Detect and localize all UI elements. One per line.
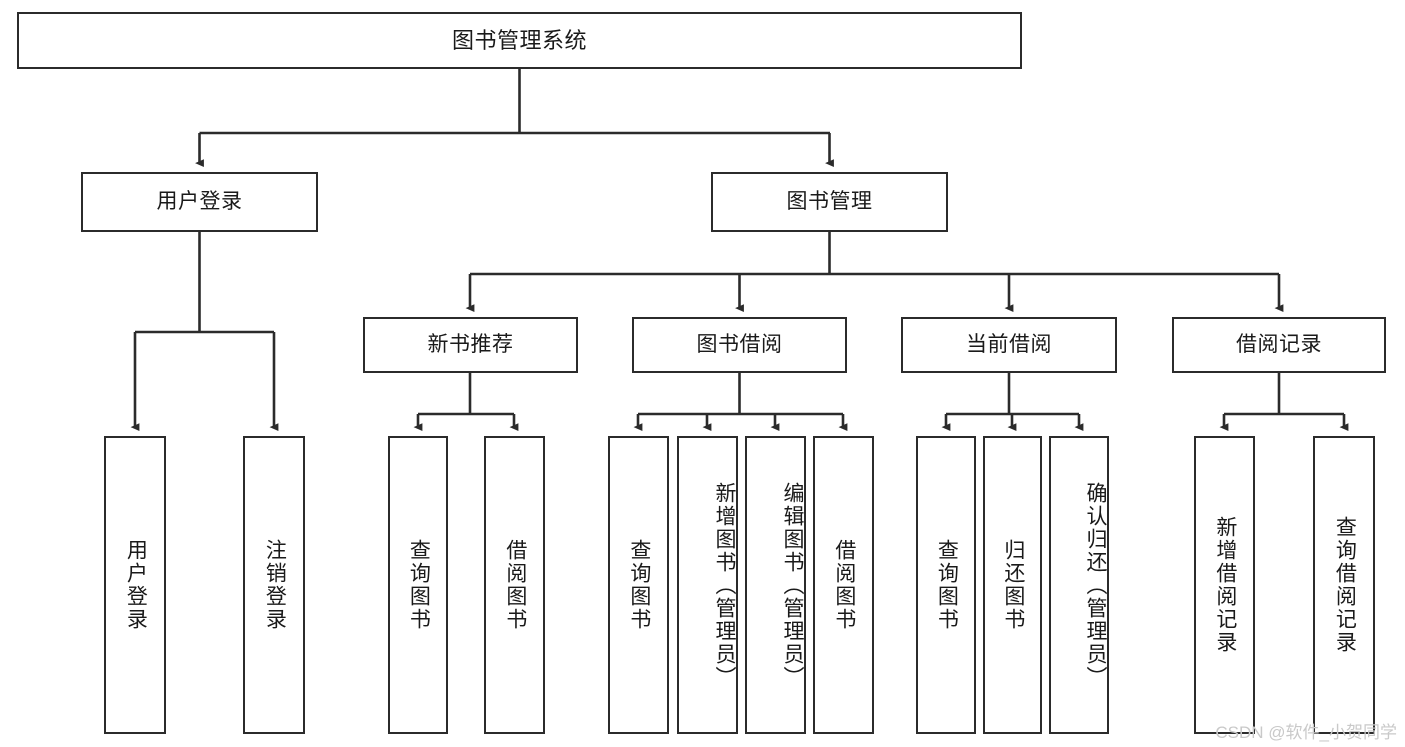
- node-leaf-edit-book-admin-label: 编辑图书（管理员）: [781, 481, 804, 689]
- node-leaf-query-book-recommend-label: 查询图书: [407, 539, 431, 631]
- node-leaf-add-book-admin[interactable]: 新增图书（管理员）: [677, 436, 738, 734]
- node-leaf-query-book-current[interactable]: 查询图书: [916, 436, 976, 734]
- node-leaf-user-login-label: 用户登录: [124, 539, 148, 631]
- node-leaf-query-borrow-record[interactable]: 查询借阅记录: [1313, 436, 1375, 734]
- node-leaf-add-borrow-record[interactable]: 新增借阅记录: [1194, 436, 1255, 734]
- node-leaf-add-borrow-record-label: 新增借阅记录: [1213, 516, 1237, 654]
- node-book-borrow[interactable]: 图书借阅: [632, 317, 847, 373]
- node-borrow-record[interactable]: 借阅记录: [1172, 317, 1386, 373]
- node-leaf-query-book-recommend[interactable]: 查询图书: [388, 436, 448, 734]
- node-current-borrow-label: 当前借阅: [966, 332, 1052, 356]
- node-leaf-logout-login-label: 注销登录: [263, 539, 287, 631]
- node-book-management[interactable]: 图书管理: [711, 172, 948, 232]
- node-root[interactable]: 图书管理系统: [17, 12, 1022, 69]
- node-leaf-return-book[interactable]: 归还图书: [983, 436, 1042, 734]
- node-leaf-borrow-book-recommend[interactable]: 借阅图书: [484, 436, 545, 734]
- node-leaf-query-book-current-label: 查询图书: [935, 539, 959, 631]
- node-leaf-query-book-borrow-label: 查询图书: [627, 539, 651, 631]
- node-leaf-borrow-book-recommend-label: 借阅图书: [503, 539, 527, 631]
- node-current-borrow[interactable]: 当前借阅: [901, 317, 1117, 373]
- node-leaf-query-borrow-record-label: 查询借阅记录: [1333, 516, 1357, 654]
- node-leaf-confirm-return-admin-label: 确认归还（管理员）: [1084, 481, 1107, 689]
- node-new-book-recommend-label: 新书推荐: [427, 332, 514, 356]
- node-leaf-borrow-book-label: 借阅图书: [832, 539, 856, 631]
- node-leaf-user-login[interactable]: 用户登录: [104, 436, 166, 734]
- node-leaf-logout-login[interactable]: 注销登录: [243, 436, 305, 734]
- node-leaf-add-book-admin-label: 新增图书（管理员）: [713, 481, 736, 689]
- node-leaf-edit-book-admin[interactable]: 编辑图书（管理员）: [745, 436, 806, 734]
- node-book-management-label: 图书管理: [786, 189, 873, 213]
- node-user-login[interactable]: 用户登录: [81, 172, 318, 232]
- node-borrow-record-label: 借阅记录: [1236, 332, 1322, 356]
- node-leaf-query-book-borrow[interactable]: 查询图书: [608, 436, 669, 734]
- watermark-text: CSDN @软件_小贺同学: [1215, 723, 1397, 742]
- node-leaf-confirm-return-admin[interactable]: 确认归还（管理员）: [1049, 436, 1109, 734]
- node-leaf-return-book-label: 归还图书: [1001, 539, 1025, 631]
- node-root-label: 图书管理系统: [451, 27, 587, 53]
- node-book-borrow-label: 图书借阅: [696, 332, 783, 356]
- node-leaf-borrow-book[interactable]: 借阅图书: [813, 436, 874, 734]
- node-user-login-label: 用户登录: [156, 189, 243, 213]
- node-new-book-recommend[interactable]: 新书推荐: [363, 317, 578, 373]
